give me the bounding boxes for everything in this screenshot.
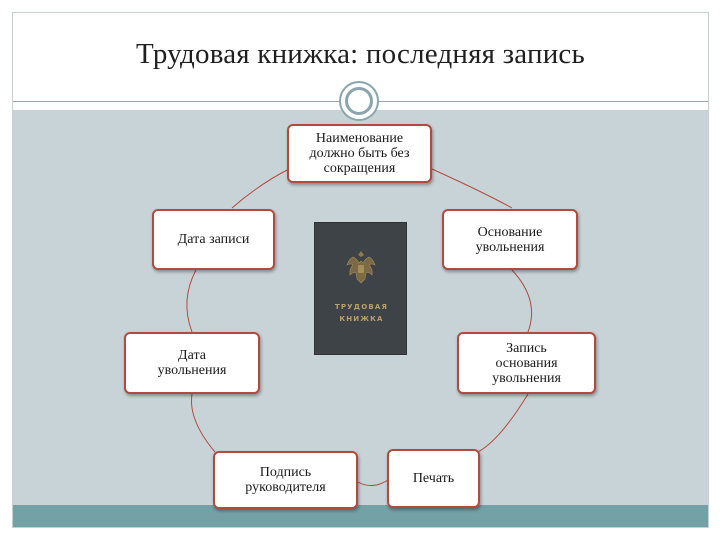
slide-title: Трудовая книжка: последняя запись — [136, 38, 585, 70]
node-manager-signature: Подпись руководителя — [213, 451, 358, 509]
node-position-name: Наименование должно быть без сокращения — [287, 124, 432, 183]
decorative-ring-icon — [339, 81, 379, 121]
bottom-bar — [13, 505, 708, 527]
labor-book-image: ТРУДОВАЯ КНИЖКА — [314, 222, 407, 355]
connector-bottom — [357, 479, 389, 486]
connector-right-upper-lower — [511, 269, 533, 333]
connector-top-right — [431, 168, 513, 209]
node-entry-date: Дата записи — [152, 209, 275, 270]
book-title: ТРУДОВАЯ КНИЖКА — [334, 303, 389, 323]
node-dismissal-date: Дата увольнения — [124, 332, 260, 394]
coat-of-arms-icon — [346, 251, 376, 284]
ring-inner — [345, 87, 373, 115]
node-dismissal-basis: Основание увольнения — [442, 209, 578, 270]
node-stamp: Печать — [387, 449, 480, 508]
node-dismissal-basis-record: Запись основания увольнения — [457, 332, 596, 394]
connector-left-lower-upper — [186, 269, 197, 333]
connector-right-lower-bottom — [477, 393, 529, 453]
connector-bottom-left-lower — [190, 393, 216, 453]
connector-left-top — [231, 168, 290, 209]
